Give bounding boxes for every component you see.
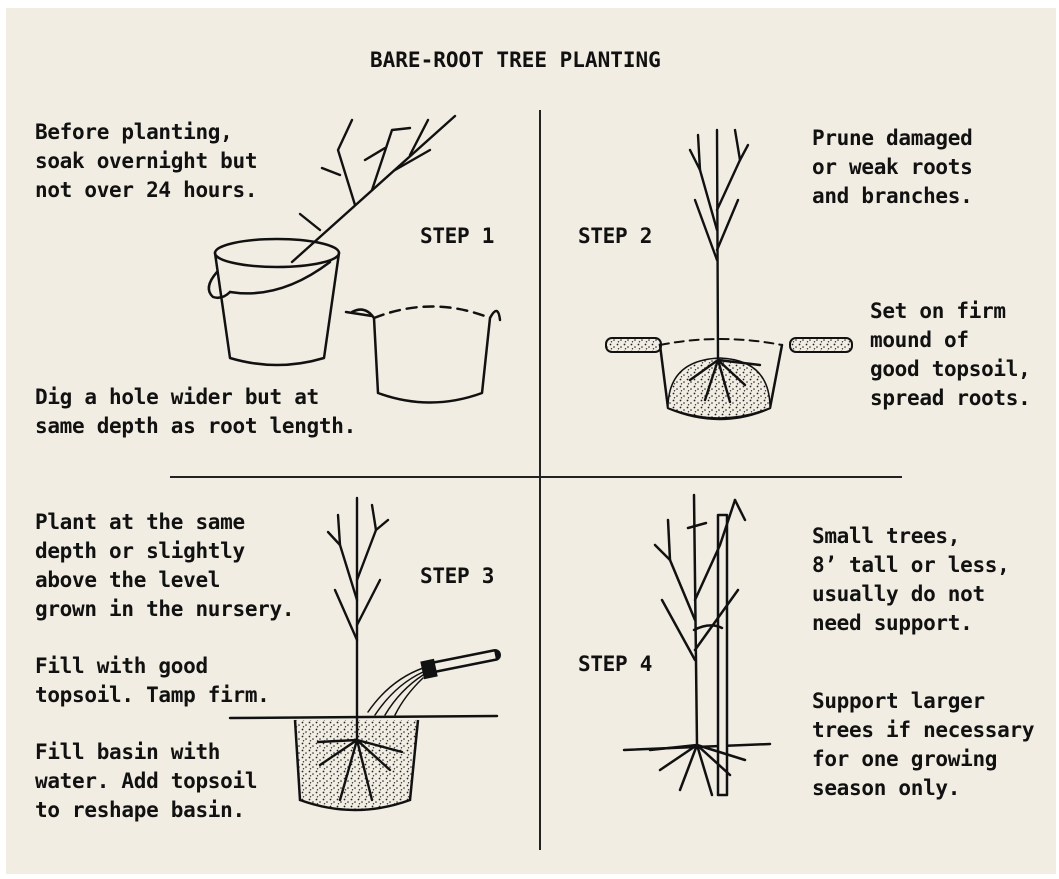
step-3-label: STEP 3 [420, 562, 494, 591]
step-2-mound-text: Set on firm mound of good topsoil, sprea… [870, 297, 1030, 413]
step-1-soak-text: Before planting, soak overnight but not … [35, 118, 257, 205]
step-3-water-text: Fill basin with water. Add topsoil to re… [35, 738, 257, 825]
step-2-prune-text: Prune damaged or weak roots and branches… [812, 124, 972, 211]
step-1-label: STEP 1 [420, 222, 494, 251]
step-3-fill-text: Fill with good topsoil. Tamp firm. [35, 652, 270, 710]
step-3-plant-text: Plant at the same depth or slightly abov… [35, 508, 294, 624]
planting-hole-illustration [346, 307, 500, 403]
hose-illustration [368, 655, 495, 715]
step-4-small-trees-text: Small trees, 8’ tall or less, usually do… [812, 522, 1010, 638]
step-2-label: STEP 2 [578, 222, 652, 251]
page-title: BARE-ROOT TREE PLANTING [370, 46, 661, 75]
step-4-label: STEP 4 [578, 650, 652, 679]
staked-tree-illustration [624, 495, 770, 795]
step-4-support-text: Support larger trees if necessary for on… [812, 687, 1034, 803]
step-1-dig-text: Dig a hole wider but at same depth as ro… [35, 383, 356, 441]
bucket-illustration [209, 239, 339, 365]
